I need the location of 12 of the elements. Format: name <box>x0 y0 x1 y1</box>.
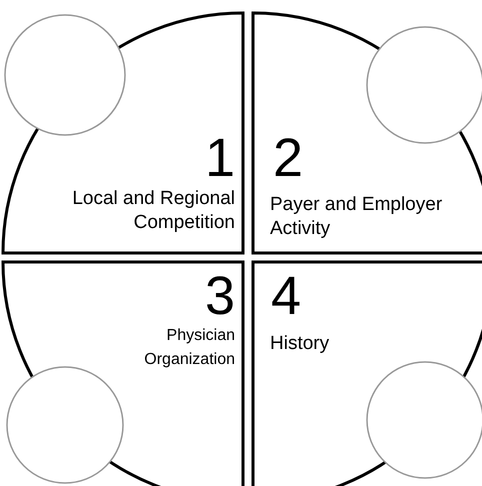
empty-circle <box>6 366 124 484</box>
quadrant-label: Payer and Employer Activity <box>270 193 444 241</box>
empty-circle <box>4 14 126 136</box>
quadrant-number: 3 <box>204 268 235 324</box>
quadrant-number: 1 <box>204 130 235 186</box>
quadrant-panel <box>253 262 482 486</box>
quadrant-number: 2 <box>273 130 304 186</box>
quadrant-label: Physician Organization <box>143 326 235 370</box>
quadrant-panel <box>3 262 243 486</box>
quadrant-number: 4 <box>271 268 302 324</box>
quadrant-label: History <box>270 332 330 356</box>
quadrant-label: Local and Regional Competition <box>71 187 235 235</box>
